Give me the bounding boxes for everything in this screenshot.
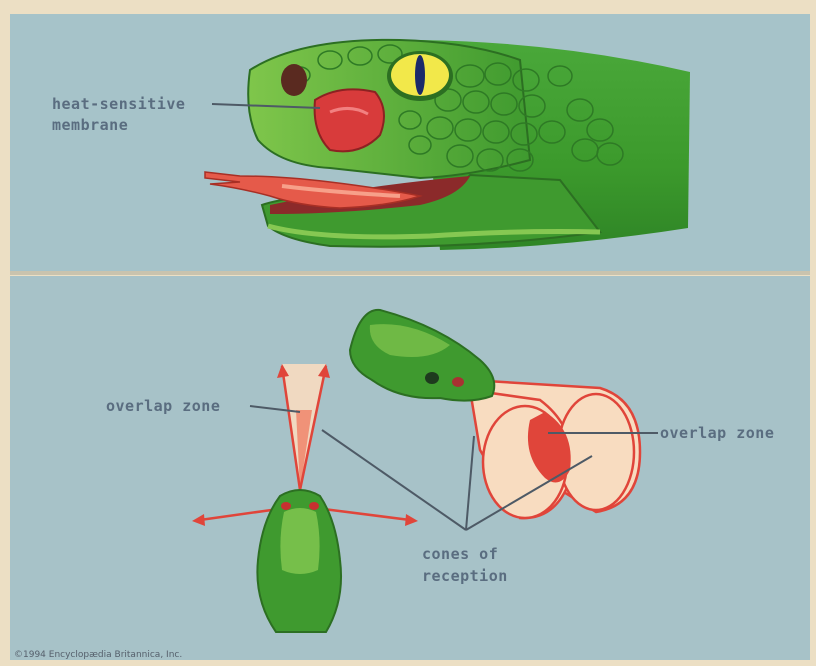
snake-head-illustration	[205, 40, 690, 250]
label-membrane: membrane	[52, 115, 128, 135]
label-heat-sensitive: heat-sensitive	[52, 94, 185, 114]
label-reception: reception	[422, 566, 508, 586]
copyright-credit: ©1994 Encyclopædia Britannica, Inc.	[14, 650, 182, 660]
top-view-reception-diagram	[192, 364, 418, 632]
label-overlap-zone-right: overlap zone	[660, 423, 774, 443]
heat-pit-membrane	[315, 89, 384, 151]
nostril	[281, 64, 307, 96]
eye-pupil	[415, 55, 425, 95]
label-overlap-zone-left: overlap zone	[106, 396, 220, 416]
label-cones-of: cones of	[422, 544, 498, 564]
side-view-reception-diagram	[322, 310, 658, 530]
